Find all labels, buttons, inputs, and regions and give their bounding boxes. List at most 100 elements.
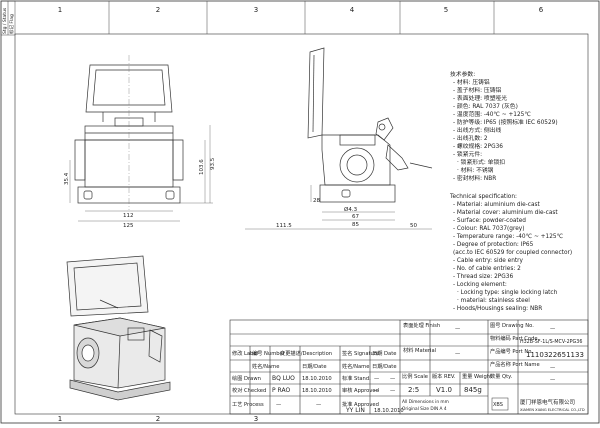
rev-header-number: 编号 Number <box>252 349 286 357</box>
spec-en-line: (acc.to IEC 60529 for coupled connector) <box>453 250 572 256</box>
weight-value: 845g <box>464 386 482 394</box>
checked-date: 18.10.2010 <box>302 388 332 394</box>
finish-value: — <box>455 326 460 332</box>
col-mark: 3 <box>254 415 258 423</box>
spec-en-line: - Locking element: <box>453 282 507 288</box>
dim-side-width-1: 111.5 <box>276 223 292 229</box>
company-logo <box>491 397 509 411</box>
dim-front-base-height: 35.4 <box>64 172 70 185</box>
note-line-1: All Dimensions in mm <box>402 399 449 405</box>
checked-name: P RAO <box>272 387 290 394</box>
process-name: — <box>276 402 281 408</box>
company-name-en: XIAMEN XIANG ELECTRICAL CO.,LTD <box>520 408 585 412</box>
spec-cn-line: - 出线方式: 侧出线 <box>453 126 502 134</box>
col-mark: 4 <box>350 6 355 14</box>
stand-label: 标准 Stand. <box>342 374 371 382</box>
spec-cn-line: - 表面处理: 喷塑哑光 <box>453 94 507 102</box>
qty-value: — <box>550 377 555 383</box>
column-separators <box>108 1 495 34</box>
drawn-name: BQ LUO <box>272 375 295 382</box>
rev-value: V1.0 <box>436 386 452 394</box>
spec-cn-line: - 材料: 压铸铝 <box>453 78 490 86</box>
approved-date: — <box>390 388 395 394</box>
spec-en-line: - Surface: powder-coated <box>453 218 526 224</box>
col-mark: 2 <box>156 415 160 423</box>
front-dimension-lines <box>69 125 213 222</box>
sign-header-date: 日期/Date <box>302 363 327 370</box>
rev-header-description: 变更描述/Description <box>280 349 332 357</box>
part-no-value: 1110322651133 <box>526 351 584 359</box>
scale-value: 2:5 <box>408 386 419 394</box>
spec-en-line: · Locking type: single locking latch <box>457 290 558 296</box>
spec-en-heading: Technical specification: <box>449 194 517 200</box>
dim-side-hole-dia: Ø4.3 <box>344 206 358 213</box>
col-mark: 1 <box>58 415 62 423</box>
title-block: 表面处理 Finish — 材料 Material — 比例 Scale 版本 … <box>229 319 589 415</box>
spec-cn-line: - 锁紧元件: <box>453 150 482 158</box>
side-view <box>307 47 433 203</box>
drawing-no-label: 图号 Drawing No. <box>490 322 534 329</box>
spec-cn-line: - 防护等级: IP65 (按照标准 IEC 60529) <box>453 118 558 126</box>
note-line-2: Original Size DIN A 4 <box>402 406 447 412</box>
sign-header-name2: 姓名/Name <box>342 362 369 370</box>
spec-cn-line: - 出线孔数: 2 <box>453 134 488 142</box>
dim-front-width-inner: 112 <box>123 213 134 219</box>
iso-view <box>66 255 171 401</box>
drawing-no-value: — <box>550 326 555 332</box>
col-mark: 3 <box>254 6 258 14</box>
stand-name: — <box>374 376 379 382</box>
part-code-value: H32B-SF-1L/S-MCV-2PG36 <box>520 339 582 345</box>
approved2-label: 批准 Approved <box>342 400 379 408</box>
weight-label: 重量 Weight <box>462 372 492 380</box>
column-marks: 1 2 3 4 5 6 1 2 3 <box>58 6 544 423</box>
spec-en-line: - Temperature range: -40℃ ~ +125℃ <box>453 233 564 240</box>
spec-chinese: 技术参数: - 材料: 压铸铝 - 盖子材料: 压铸铝 - 表面处理: 喷塑哑光… <box>450 70 558 182</box>
rev-header-date: 日期 Date <box>372 350 396 357</box>
approved2-name: YY LIN <box>345 407 365 414</box>
drawn-label: 绘图 Drawn <box>232 374 261 382</box>
frame-corner-label-1: Stg / Status <box>2 7 8 34</box>
finish-label: 表面处理 Finish <box>403 321 440 329</box>
part-name-value: — <box>550 365 555 371</box>
col-mark: 1 <box>58 6 62 14</box>
drawn-date: 18.10.2010 <box>302 376 332 382</box>
col-mark: 6 <box>539 6 544 14</box>
frame-left-strip <box>0 0 16 36</box>
dim-side-width-2: 67 <box>352 214 359 220</box>
spec-cn-line: - 螺纹规格: 2PG36 <box>453 142 503 150</box>
spec-en-line: - Material: aluminium die-cast <box>453 202 541 208</box>
dim-front-height-inner: 103.6 <box>199 159 205 175</box>
process-label: 工艺 Process <box>232 401 264 408</box>
spec-en-line: - Thread size: 2PG36 <box>453 274 513 280</box>
part-name-label: 产品名称 Port Name <box>490 360 540 368</box>
qty-label: 数量 Qty. <box>490 372 512 380</box>
dim-front-width-total: 125 <box>123 223 134 229</box>
checked-label: 校对 Checked <box>232 386 266 394</box>
stand-date: — <box>390 376 395 382</box>
spec-en-line: - Material cover: aluminium die-cast <box>453 210 558 216</box>
spec-cn-line: - 温度范围: -40℃ ~ +125℃ <box>453 110 531 118</box>
col-mark: 2 <box>156 6 160 14</box>
dim-front-height-total: 93.5 <box>210 157 216 170</box>
spec-cn-line: - 盖子材料: 压铸铝 <box>453 86 502 94</box>
frame-corner-label-2: 标记 Flag <box>8 14 15 34</box>
spec-cn-line: · 锁紧形式: 单锁扣 <box>457 158 505 166</box>
spec-en-line: - Cable entry: side entry <box>453 258 524 264</box>
col-mark: 5 <box>444 6 448 14</box>
company-name-cn: 厦门祥恩电气有限公司 <box>520 398 575 406</box>
sign-header-date2: 日期/Date <box>372 363 397 370</box>
rev-header-label: 修改 Label <box>232 349 258 357</box>
spec-en-line: - No. of cable entries: 2 <box>453 266 521 272</box>
process-date: — <box>316 402 321 408</box>
part-no-label: 产品编号 Port No. <box>490 347 533 355</box>
spec-en-line: - Hoods/Housings sealing: NBR <box>453 306 542 312</box>
spec-cn-line: · 材料: 不锈钢 <box>457 166 494 174</box>
dim-side-width-4: 50 <box>410 223 417 229</box>
dim-side-base-height: 28 <box>313 198 320 204</box>
spec-cn-line: - 颜色: RAL 7037 (灰色) <box>453 102 518 110</box>
dim-side-width-3: 85 <box>352 222 359 228</box>
spec-cn-heading: 技术参数: <box>450 70 475 78</box>
material-value: — <box>455 351 460 357</box>
